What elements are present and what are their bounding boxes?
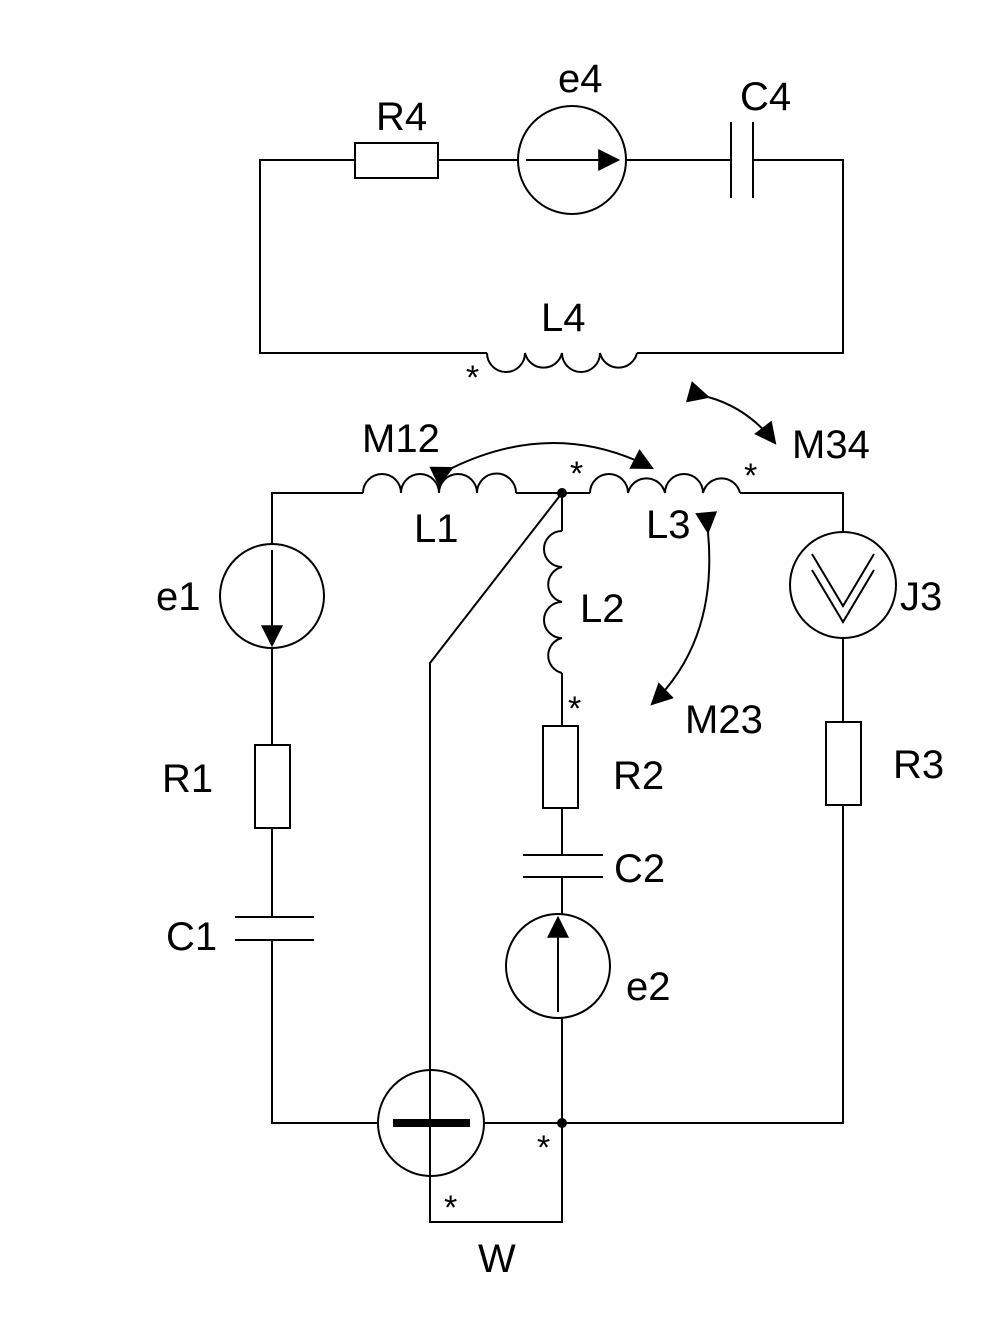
- resistor-r4: [354, 142, 439, 179]
- marker-l3-left: *: [570, 455, 583, 493]
- wattmeter-w: [377, 1069, 485, 1177]
- arrow-m12: [429, 442, 654, 487]
- junction-top: [557, 488, 567, 498]
- marker-w-current: *: [537, 1129, 550, 1167]
- lower-circuit-wires: [271, 492, 844, 1223]
- source-e1: [219, 543, 325, 649]
- inductor-l2: [543, 530, 563, 674]
- marker-l2: *: [568, 690, 581, 728]
- upper-loop-wires: [259, 159, 844, 354]
- label-w: W: [478, 1237, 516, 1281]
- label-c2: C2: [614, 847, 665, 891]
- source-e2: [505, 913, 611, 1019]
- label-r3: R3: [893, 743, 944, 787]
- label-l3: L3: [646, 503, 691, 547]
- marker-w-voltage: *: [444, 1189, 457, 1227]
- label-e1: e1: [156, 575, 201, 619]
- current-source-j3: [789, 531, 897, 639]
- marker-l3-right: *: [744, 457, 757, 495]
- label-r2: R2: [613, 754, 664, 798]
- arrow-m34: [685, 381, 777, 445]
- capacitor-c1: [235, 916, 314, 941]
- label-l1: L1: [414, 507, 459, 551]
- label-e4: e4: [558, 57, 603, 101]
- label-j3: J3: [900, 575, 942, 619]
- inductor-l4: [486, 352, 638, 373]
- inductor-l1: [362, 472, 517, 494]
- label-m34: M34: [792, 423, 870, 467]
- capacitor-c2: [523, 854, 603, 878]
- resistor-r3: [825, 721, 862, 806]
- inductor-l3: [589, 473, 741, 494]
- arrow-m23: [650, 511, 718, 706]
- label-r4: R4: [376, 95, 427, 139]
- marker-l4: *: [466, 359, 479, 397]
- label-c4: C4: [740, 75, 791, 119]
- label-r1: R1: [162, 757, 213, 801]
- junction-bottom: [557, 1118, 567, 1128]
- label-l2: L2: [580, 587, 625, 631]
- resistor-r2: [542, 725, 579, 809]
- label-m12: M12: [362, 417, 440, 461]
- source-e4: [517, 105, 627, 215]
- label-e2: e2: [626, 965, 671, 1009]
- label-l4: L4: [541, 296, 586, 340]
- resistor-r1: [254, 744, 291, 829]
- label-m23: M23: [685, 698, 763, 742]
- label-c1: C1: [166, 915, 217, 959]
- capacitor-c4: [730, 122, 754, 198]
